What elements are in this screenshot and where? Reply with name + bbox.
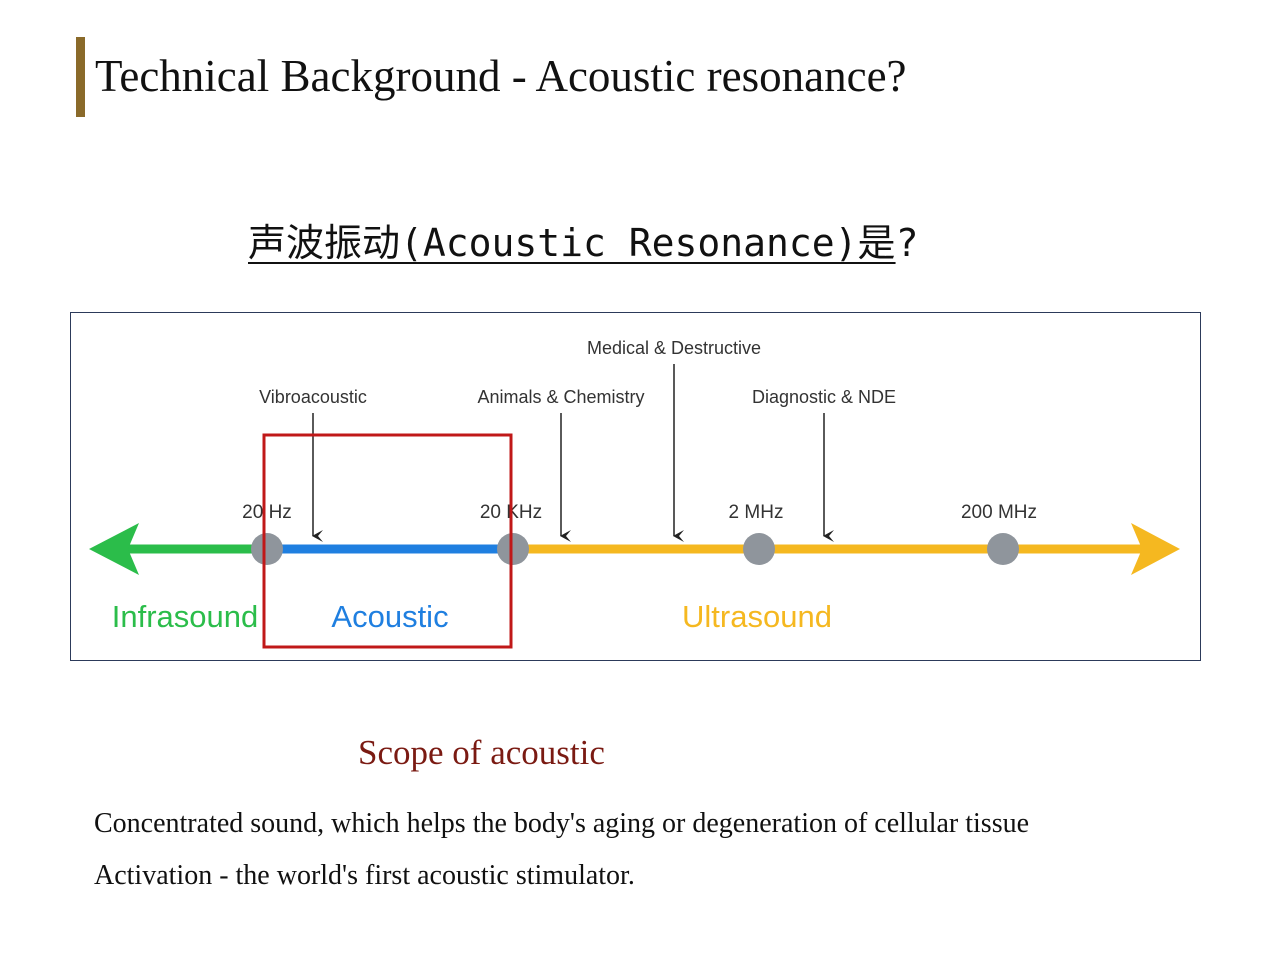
freq-label-20hz: 20 Hz bbox=[242, 502, 292, 523]
freq-label-200mhz: 200 MHz bbox=[961, 502, 1037, 523]
acoustic-highlight-box bbox=[262, 433, 513, 649]
figure-caption: Scope of acoustic bbox=[358, 733, 605, 772]
band-label-infrasound: Infrasound bbox=[112, 599, 259, 634]
band-label-acoustic: Acoustic bbox=[331, 599, 448, 634]
ultrasound-arrowhead bbox=[1131, 523, 1180, 575]
subtitle: 声波振动(Acoustic Resonance)是? bbox=[248, 212, 918, 267]
marker-20khz bbox=[497, 533, 529, 565]
application-label-medical-destructive: Medical & Destructive bbox=[587, 338, 761, 358]
marker-20hz bbox=[251, 533, 283, 565]
freq-label-2mhz: 2 MHz bbox=[729, 502, 784, 523]
application-label-vibroacoustic: Vibroacoustic bbox=[259, 387, 367, 407]
spectrum-diagram: 20 Hz 20 KHz 2 MHz 200 MHz Infrasound Ac… bbox=[89, 338, 1180, 649]
infrasound-arrowhead bbox=[89, 523, 139, 575]
subtitle-main: 声波振动(Acoustic Resonance)是 bbox=[248, 221, 896, 265]
body-text-line-1: Concentrated sound, which helps the body… bbox=[94, 808, 1030, 839]
slide-title: Technical Background - Acoustic resonanc… bbox=[95, 51, 907, 101]
application-label-diagnostic-nde: Diagnostic & NDE bbox=[752, 387, 896, 407]
frequency-spectrum-figure: 20 Hz 20 KHz 2 MHz 200 MHz Infrasound Ac… bbox=[70, 312, 1201, 661]
band-label-ultrasound: Ultrasound bbox=[682, 599, 832, 634]
title-accent-bar bbox=[76, 37, 85, 117]
body-text-line-2: Activation - the world's first acoustic … bbox=[94, 860, 635, 891]
application-label-animals-chemistry: Animals & Chemistry bbox=[477, 387, 644, 407]
marker-2mhz bbox=[743, 533, 775, 565]
marker-200mhz bbox=[987, 533, 1019, 565]
subtitle-question-mark: ? bbox=[895, 221, 919, 265]
